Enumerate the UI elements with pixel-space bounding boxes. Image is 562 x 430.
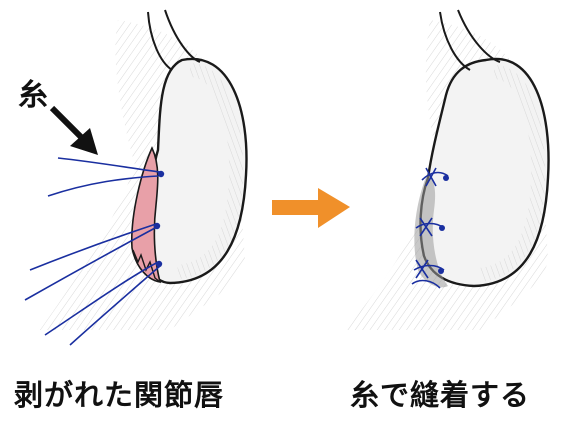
left-anchor-points <box>153 170 165 268</box>
transition-arrow <box>272 188 350 228</box>
right-anchor-points <box>438 175 449 274</box>
before-caption: 剥がれた関節唇 <box>14 378 225 412</box>
right-illustration <box>345 9 550 330</box>
thread-pointer-arrowhead <box>70 128 98 155</box>
thread-pointer-arrow <box>49 105 89 145</box>
right-reattached-labrum <box>414 172 448 288</box>
left-sutures <box>24 157 161 346</box>
after-caption: 糸で縫着する <box>350 378 531 412</box>
left-scapula-neck <box>147 9 201 71</box>
left-illustration <box>24 9 248 346</box>
thread-label: 糸 <box>18 78 48 113</box>
right-scapula-neck <box>439 9 501 71</box>
